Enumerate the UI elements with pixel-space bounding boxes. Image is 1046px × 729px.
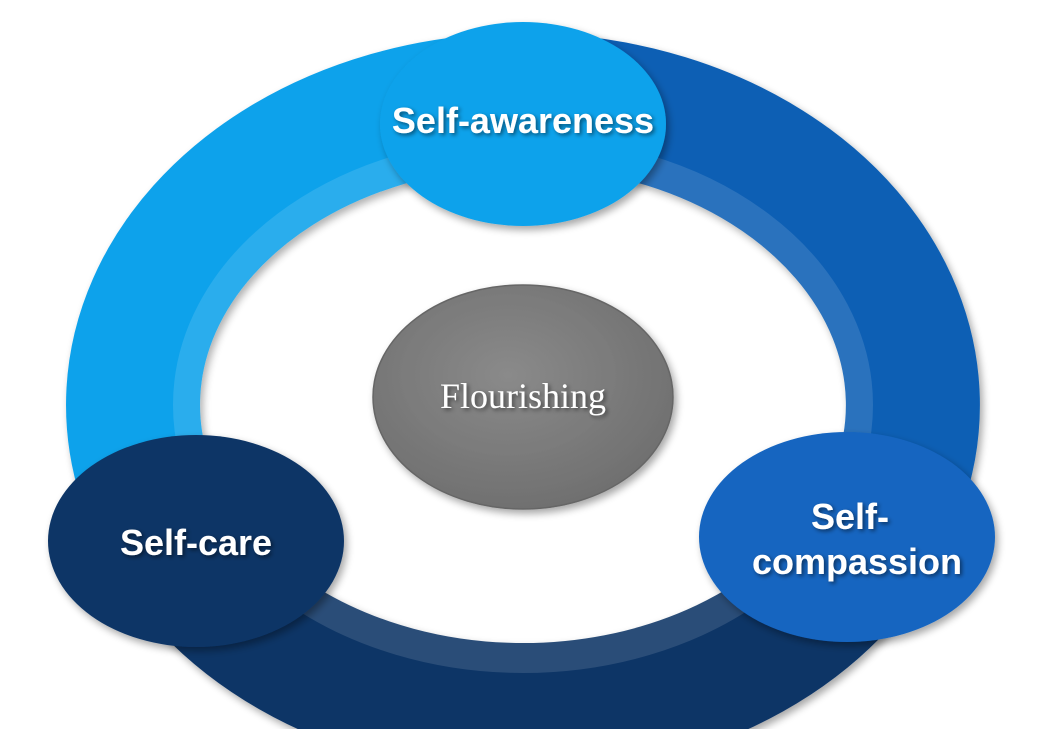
- center-label: Flourishing: [440, 376, 606, 416]
- node-self-care-ellipse: [48, 435, 344, 647]
- center-ellipse: [372, 284, 674, 510]
- node-self-compassion-label-line-1: Self-: [811, 496, 889, 537]
- node-self-awareness-ellipse: [380, 22, 666, 226]
- node-self-care: [48, 435, 344, 647]
- node-self-compassion: [699, 432, 995, 642]
- node-self-compassion-ellipse: [699, 432, 995, 642]
- node-self-compassion-label-line-2: compassion: [752, 541, 962, 582]
- node-self-awareness-label: Self-awareness: [392, 100, 654, 141]
- node-self-awareness: [380, 22, 666, 226]
- node-self-care-label: Self-care: [120, 522, 272, 563]
- center-node: [372, 284, 674, 510]
